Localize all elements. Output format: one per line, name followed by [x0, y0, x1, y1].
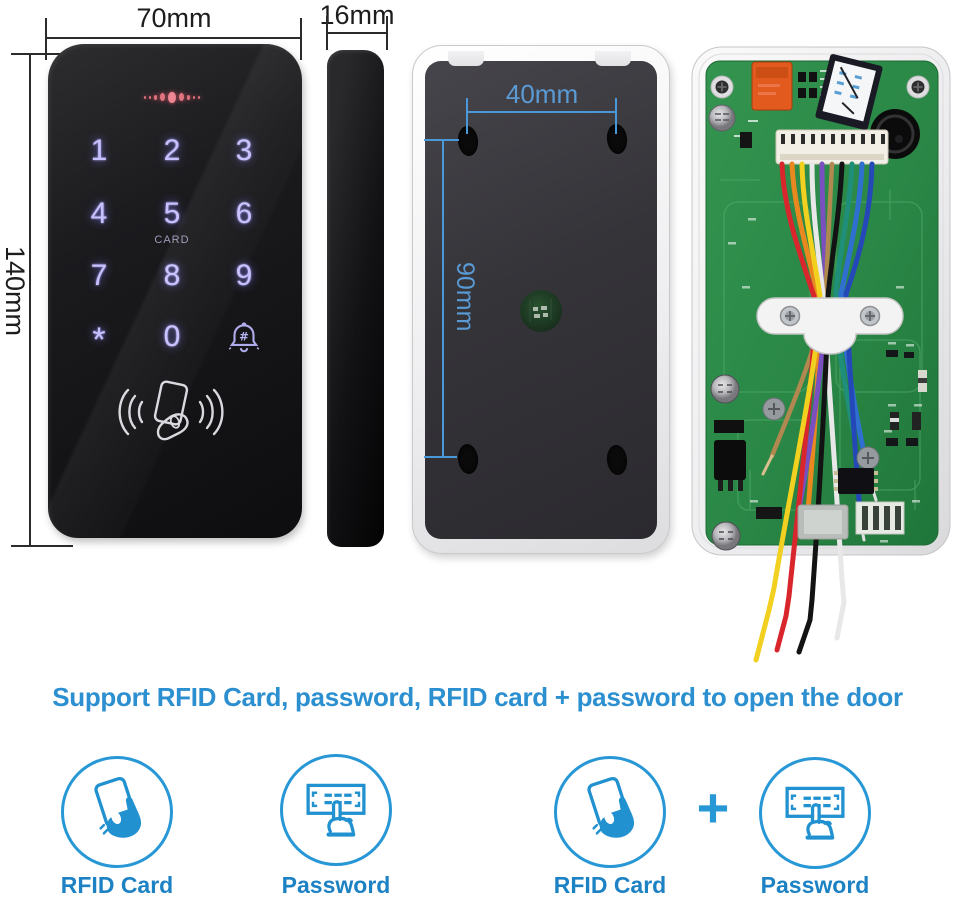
doorbell-bell-icon[interactable]: # [225, 318, 263, 356]
dimension-label-front-height: 140mm [0, 246, 30, 337]
plus-separator: + [696, 776, 730, 839]
dimension-line-side-thickness [327, 32, 387, 34]
keypad-key-8[interactable]: 8 [163, 259, 181, 292]
dimension-label-side-thickness: 16mm [319, 0, 395, 30]
rfid-card-icon [587, 776, 635, 838]
dimension-tick [300, 18, 302, 60]
led-dot [193, 95, 196, 99]
pcb-window [520, 290, 562, 332]
rfid-card-icon [94, 776, 142, 838]
keypad-key-4[interactable]: 4 [90, 197, 108, 230]
keypad-key-7[interactable]: 7 [90, 259, 108, 292]
corner-screws [710, 75, 930, 99]
cable-clamp [756, 297, 904, 355]
wire-blue [838, 161, 874, 487]
keypad-key-5[interactable]: 5 [163, 197, 181, 230]
password-keypad-icon [306, 783, 366, 837]
mounting-notch [595, 51, 631, 66]
card-swipe-icon [118, 380, 224, 441]
dimension-line-back-horizontal [467, 111, 617, 113]
dimension-tick [424, 456, 457, 458]
feature-password-2 [759, 757, 871, 869]
dimension-tick [386, 16, 388, 50]
feature-label-rfid-2: RFID Card [553, 872, 667, 898]
led-dot [148, 95, 151, 99]
feature-label-password-1: Password [281, 872, 391, 898]
wire-brown [769, 161, 835, 459]
dimension-tick [466, 98, 468, 134]
side-view-device [327, 50, 384, 547]
dimension-line-front-width [46, 37, 302, 39]
dimension-line-back-vertical [442, 140, 444, 458]
dimension-tick [615, 98, 617, 134]
labeled-module [815, 54, 883, 130]
card-zone-label: CARD [154, 234, 190, 246]
feature-rfid-card-2 [554, 756, 666, 868]
led-dot [153, 94, 158, 100]
internal-view-pcb-device [691, 46, 951, 663]
dimension-label-back-horizontal: 40mm [505, 79, 579, 109]
wire-brown-tip [761, 454, 774, 476]
keypad-key-9[interactable]: 9 [235, 259, 253, 292]
led-dot [178, 93, 184, 101]
feature-password-1 [280, 754, 392, 866]
dimension-tick [11, 545, 73, 547]
dimension-tick [11, 53, 93, 55]
front-view-keypad-device: 1 2 3 4 5 6 7 8 9 * 0 CARD # [48, 44, 302, 538]
dimension-tick [424, 139, 459, 141]
dimension-label-back-vertical: 90mm [451, 262, 479, 332]
keypad-key-star[interactable]: * [92, 321, 106, 359]
led-indicator [144, 90, 200, 104]
wire-connector [775, 129, 889, 165]
capacitor [708, 104, 736, 132]
svg-text:#: # [239, 330, 249, 344]
wire-green [833, 161, 857, 437]
keypad-key-6[interactable]: 6 [235, 197, 253, 230]
dimension-tick [326, 16, 328, 50]
relay [751, 61, 793, 111]
led-dot [160, 93, 166, 101]
headline: Support RFID Card, password, RFID card +… [52, 682, 903, 712]
led-dot [144, 95, 146, 99]
keypad-key-1[interactable]: 1 [90, 134, 108, 167]
feature-label-password-2: Password [760, 872, 870, 898]
dimension-tick [45, 18, 47, 60]
dimension-label-front-width: 70mm [136, 3, 212, 33]
feature-rfid-card-1 [61, 756, 173, 868]
lower-components [710, 218, 927, 551]
back-view-device [412, 45, 670, 554]
led-dot [198, 95, 200, 99]
keypad-key-2[interactable]: 2 [163, 134, 181, 167]
pcb-window-detail [529, 298, 552, 322]
led-dot [168, 91, 176, 103]
internal-shell-lip [698, 53, 944, 549]
mounting-notch [448, 51, 484, 66]
keypad-key-3[interactable]: 3 [235, 134, 253, 167]
dimension-line-front-height [29, 54, 31, 546]
keypad-key-0[interactable]: 0 [163, 320, 181, 353]
password-keypad-icon [785, 786, 845, 840]
feature-label-rfid-1: RFID Card [60, 872, 174, 898]
led-dot [186, 94, 191, 100]
